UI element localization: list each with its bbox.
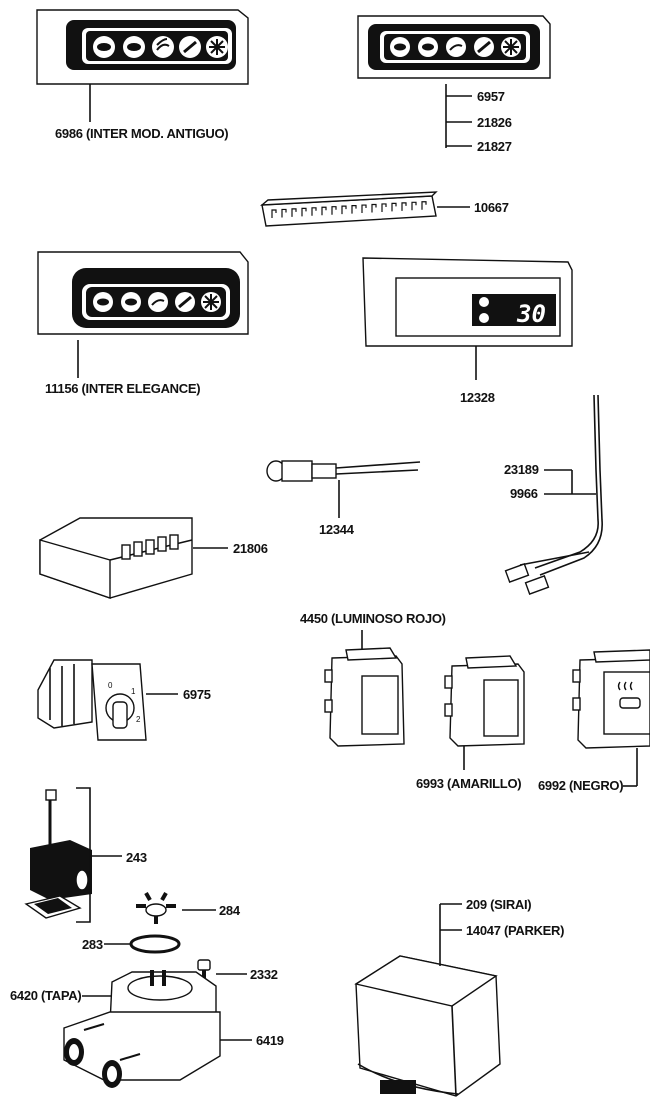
label-12344: 12344 — [319, 522, 355, 537]
beans-icon — [152, 36, 174, 58]
label-283: 283 — [82, 937, 103, 952]
steam-icon — [617, 681, 641, 709]
label-284: 284 — [219, 903, 241, 918]
button-row-6986 — [93, 36, 228, 58]
connector-10667: 10667 — [259, 191, 509, 227]
label-6419: 6419 — [256, 1033, 284, 1048]
display-12328: 30 12328 — [362, 257, 573, 405]
dial-mark-1: 1 — [131, 687, 136, 696]
label-11156: 11156 (INTER ELEGANCE) — [45, 381, 200, 396]
label-209: 209 (SIRAI) — [466, 897, 531, 912]
lamp-12344: 12344 — [266, 460, 421, 537]
switch-4450 — [324, 647, 405, 747]
switch-6993 — [444, 655, 525, 770]
beans-icon — [148, 292, 168, 312]
label-12328: 12328 — [460, 390, 495, 405]
dial-mark-0: 0 — [108, 681, 113, 690]
label-21806: 21806 — [233, 541, 268, 556]
label-6993: 6993 (AMARILLO) — [416, 776, 521, 791]
label-10667: 10667 — [474, 200, 509, 215]
pressure-switch-209: 209 (SIRAI) 14047 (PARKER) — [354, 897, 564, 1097]
dial-mark-2: 2 — [136, 715, 141, 724]
flowmeter-assembly: 284 283 2332 6420 (TAPA) 6419 — [10, 892, 284, 1088]
label-6957: 6957 — [477, 89, 505, 104]
panel-11156: 11156 (INTER ELEGANCE) — [37, 251, 249, 396]
beans-icon — [446, 37, 466, 57]
timer-21806: 21806 — [39, 517, 268, 599]
coil-243: 243 — [24, 787, 147, 923]
rotary-switch-6975: 0 1 2 6975 — [37, 659, 211, 741]
switch-6992 — [572, 649, 650, 787]
label-2332: 2332 — [250, 967, 278, 982]
panel-6957: 6957 21826 21827 — [357, 15, 551, 154]
impeller-284 — [136, 892, 176, 924]
label-21826: 21826 — [477, 115, 512, 130]
label-14047: 14047 (PARKER) — [466, 923, 564, 938]
label-243: 243 — [126, 850, 147, 865]
panel-6986: 6986 (INTER MOD. ANTIGUO) — [36, 9, 249, 141]
label-9966: 9966 — [510, 486, 538, 501]
probe-23189: 23189 9966 — [504, 394, 603, 595]
label-23189: 23189 — [504, 462, 539, 477]
body-6419 — [63, 970, 221, 1088]
label-6986: 6986 (INTER MOD. ANTIGUO) — [55, 126, 228, 141]
oring-283 — [129, 934, 181, 954]
label-6420: 6420 (TAPA) — [10, 988, 81, 1003]
label-6992: 6992 (NEGRO) — [538, 778, 623, 793]
label-6975: 6975 — [183, 687, 211, 702]
display-readout: 30 — [516, 300, 546, 328]
label-4450: 4450 (LUMINOSO ROJO) — [300, 611, 446, 626]
label-21827: 21827 — [477, 139, 512, 154]
